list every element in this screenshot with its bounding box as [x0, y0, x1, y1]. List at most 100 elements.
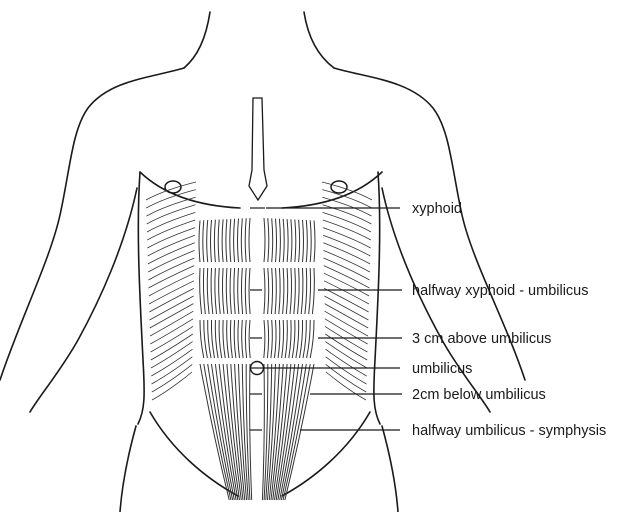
oblique-fiber — [325, 304, 369, 328]
rectus-fiber — [207, 268, 209, 314]
rectus-fiber — [314, 221, 315, 263]
rectus-fiber — [234, 268, 235, 314]
rectus-fiber — [275, 320, 277, 358]
oblique-fiber — [326, 357, 367, 384]
rectus-fiber — [275, 364, 291, 500]
rectus-fiber — [310, 320, 314, 358]
rectus-fiber — [290, 268, 292, 314]
oblique-fiber — [151, 342, 193, 368]
rectus-fiber — [262, 364, 264, 500]
oblique-fiber — [151, 349, 192, 376]
rectus-fiber — [211, 268, 213, 314]
left-neck-line — [184, 12, 210, 68]
rectus-fiber — [215, 320, 218, 358]
rectus-fiber — [309, 268, 311, 314]
right-neck-line — [304, 12, 334, 68]
rectus-fiber — [291, 219, 292, 262]
rectus-fiber — [200, 320, 204, 358]
rectus-fiber — [268, 268, 269, 314]
rectus-fiber — [289, 320, 291, 358]
left-rectus-abdominis-muscle — [199, 218, 252, 500]
rectus-fiber — [219, 268, 221, 314]
rectus-fiber — [215, 268, 217, 314]
rectus-fiber — [203, 268, 205, 314]
rectus-fiber — [299, 220, 300, 262]
label-halfway-xyphoid-umbilicus: halfway xyphoid - umbilicus — [412, 283, 589, 299]
rectus-fiber — [282, 320, 284, 358]
rectus-fiber — [208, 320, 211, 358]
rectus-fiber — [203, 220, 204, 262]
rectus-fiber — [226, 268, 227, 314]
rectus-fiber — [230, 268, 231, 314]
label-umbilicus: umbilicus — [412, 361, 472, 377]
oblique-fiber — [325, 342, 367, 368]
rectus-fiber — [242, 320, 243, 358]
rectus-fiber — [226, 219, 227, 262]
right-thigh-line — [382, 426, 398, 512]
rectus-fiber — [287, 219, 288, 262]
right-rectus-abdominis-muscle — [262, 218, 315, 500]
rectus-fiber — [241, 268, 242, 314]
rectus-fiber — [223, 320, 225, 358]
sternum — [249, 98, 267, 200]
rectus-fiber — [280, 364, 303, 500]
rectus-fiber — [268, 218, 269, 262]
rectus-fiber — [294, 268, 296, 314]
oblique-fiber — [152, 364, 192, 392]
rectus-fiber — [218, 220, 219, 263]
oblique-fiber — [325, 311, 368, 336]
rectus-fiber — [230, 219, 231, 262]
left-chest-line — [140, 172, 240, 208]
rectus-fiber — [212, 364, 235, 500]
rectus-fiber — [219, 320, 222, 358]
rectus-fiber — [200, 268, 202, 314]
rectus-fiber — [295, 220, 296, 263]
right-flank-outline — [374, 172, 380, 424]
right-inner-arm-outline — [382, 188, 490, 412]
rectus-fiber — [276, 219, 277, 262]
rectus-fiber — [264, 218, 265, 262]
rectus-fiber — [292, 320, 295, 358]
rectus-fiber — [234, 320, 236, 358]
rectus-fiber — [286, 268, 287, 314]
rectus-fiber — [249, 218, 250, 262]
rectus-fiber — [241, 218, 242, 262]
rectus-fiber — [310, 220, 311, 262]
rectus-fiber — [283, 364, 310, 500]
left-thigh-line — [120, 426, 136, 512]
left-inner-arm-outline — [30, 188, 137, 412]
rectus-fiber — [211, 220, 212, 262]
rectus-fiber — [303, 320, 306, 358]
labels: xyphoid halfway xyphoid - umbilicus 3 cm… — [412, 201, 606, 439]
rectus-fiber — [312, 268, 314, 314]
rectus-fiber — [238, 320, 240, 358]
oblique-fiber — [152, 372, 192, 400]
rectus-fiber — [279, 268, 280, 314]
rectus-fiber — [303, 220, 304, 262]
left-external-oblique-muscle — [146, 182, 196, 400]
rectus-fiber — [267, 320, 268, 358]
oblique-fiber — [326, 349, 367, 376]
oblique-fiber — [325, 326, 367, 352]
oblique-fiber — [151, 326, 193, 352]
rectus-fiber — [234, 219, 235, 262]
rectus-fiber — [307, 320, 311, 358]
rectus-fiber — [279, 219, 280, 262]
left-shoulder-arm-outline — [0, 68, 184, 380]
rectus-fiber — [199, 221, 200, 263]
rectus-fiber — [271, 320, 272, 358]
rectus-fiber — [245, 268, 246, 314]
rectus-fiber — [238, 219, 239, 262]
right-external-oblique-muscle — [322, 182, 372, 400]
rectus-fiber — [296, 320, 299, 358]
rectus-fiber — [305, 268, 307, 314]
rectus-fiber — [238, 268, 239, 314]
rectus-fiber — [283, 268, 284, 314]
rectus-fiber — [250, 364, 252, 500]
rectus-fiber — [300, 320, 303, 358]
rectus-fiber — [249, 320, 250, 358]
rectus-fiber — [222, 268, 224, 314]
rectus-fiber — [301, 268, 303, 314]
rectus-fiber — [245, 320, 246, 358]
